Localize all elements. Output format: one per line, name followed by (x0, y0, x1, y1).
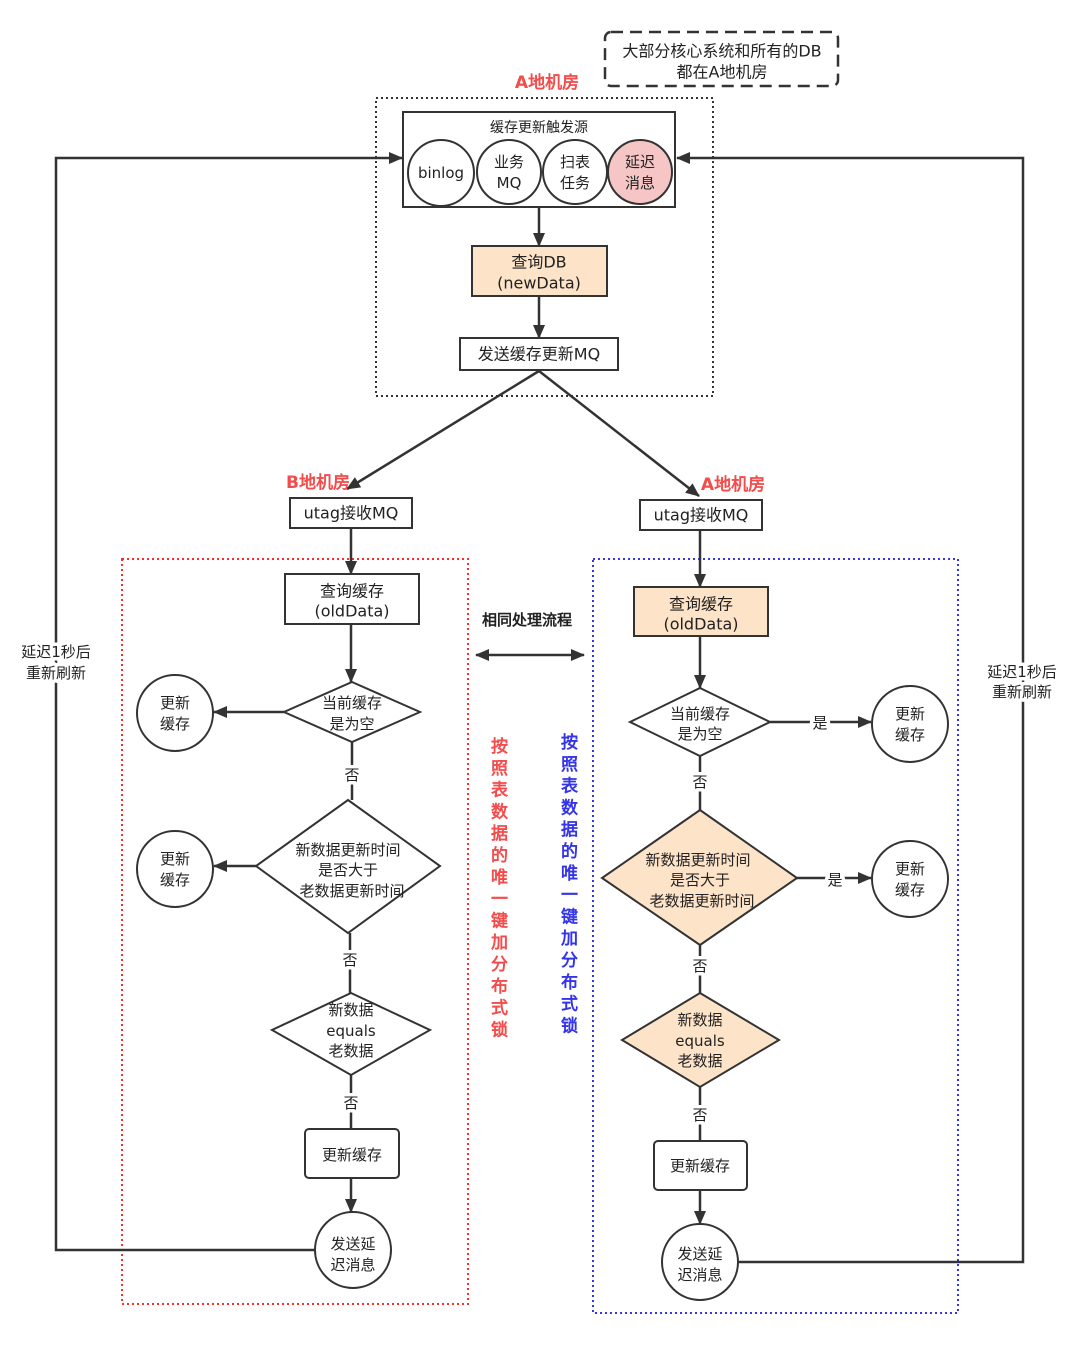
note-line-1: 大部分核心系统和所有的DB (622, 42, 821, 61)
region-top-border (375, 97, 714, 397)
left-region-border (121, 558, 469, 1305)
right-empty-check-line-2: 是为空 (677, 725, 722, 743)
right-no-label-1: 否 (692, 773, 707, 791)
query-db-box (471, 245, 608, 297)
left-update-cache-node-1-line-1: 更新 (160, 694, 190, 712)
trigger-business-mq-line-1: 业务 (494, 153, 524, 171)
region-label-left: B地机房 (286, 472, 350, 493)
trigger-delay-message (607, 139, 673, 205)
right-retry-label-line-2: 重新刷新 (992, 683, 1052, 701)
trigger-scan-task-line-2: 任务 (560, 174, 590, 192)
right-equals-check-line-2: equals (675, 1032, 725, 1050)
trigger-scan-task (542, 139, 608, 205)
right-update-cache-node-1-line-1: 更新 (895, 705, 925, 723)
left-send-delay-line-2: 迟消息 (330, 1256, 375, 1274)
right-update-cache-node-1-line-2: 缓存 (895, 726, 925, 744)
trigger-delay-message-line-1: 延迟 (625, 153, 655, 171)
left-equals-check-line-1: 新数据 (328, 1001, 373, 1019)
left-equals-check-line-3: 老数据 (328, 1042, 373, 1060)
left-newer-check-diamond (254, 798, 442, 935)
query-db-line-1: 查询DB (511, 253, 566, 272)
right-query-cache-line-1: 查询缓存 (669, 595, 733, 614)
left-empty-check-line-1: 当前缓存 (322, 694, 382, 712)
right-equals-check-line-1: 新数据 (677, 1011, 722, 1029)
send-mq-box (459, 337, 619, 371)
right-yes-label-1: 是 (812, 714, 827, 732)
right-update-cache-node-2 (871, 840, 949, 918)
left-send-delay-line-1: 发送延 (330, 1235, 375, 1253)
edge-send-mq-to-right (538, 370, 700, 497)
right-yes-label-2: 是 (827, 871, 842, 889)
right-newer-check-line-2: 是否大于 (670, 871, 730, 889)
left-retry-label-line-1: 延迟1秒后 (21, 643, 91, 661)
left-no-label-2: 否 (342, 951, 357, 969)
edge-send-mq-to-left (346, 369, 540, 491)
left-empty-check-line-2: 是为空 (329, 715, 374, 733)
right-query-cache-line-2: (oldData) (663, 615, 738, 634)
left-newer-check-line-1: 新数据更新时间 (295, 841, 400, 859)
query-db-line-2: (newData) (497, 274, 581, 293)
right-lock-note: 按照表数据的唯一键加分布式锁 (557, 733, 577, 1039)
trigger-binlog (407, 139, 475, 207)
right-update-cache-node-1 (871, 685, 949, 763)
right-receive-mq-label: utag接收MQ (654, 506, 749, 525)
right-equals-check-line-3: 老数据 (677, 1052, 722, 1070)
right-newer-check-line-1: 新数据更新时间 (645, 851, 750, 869)
trigger-business-mq (476, 139, 542, 205)
left-retry-loop-edge (54, 152, 403, 1252)
send-mq-label: 发送缓存更新MQ (478, 345, 600, 364)
right-newer-check-line-3: 老数据更新时间 (649, 892, 754, 910)
left-query-cache-line-2: (oldData) (314, 602, 389, 621)
region-label-right: A地机房 (701, 474, 765, 495)
left-receive-mq-label: utag接收MQ (304, 504, 399, 523)
trigger-source-title: 缓存更新触发源 (490, 120, 588, 136)
right-update-cache-label: 更新缓存 (670, 1157, 730, 1175)
right-retry-label-line-1: 延迟1秒后 (987, 663, 1057, 681)
right-empty-check-line-1: 当前缓存 (670, 705, 730, 723)
right-update-cache-node-2-line-1: 更新 (895, 860, 925, 878)
right-receive-mq-box (639, 499, 763, 531)
right-no-label-2: 否 (692, 957, 707, 975)
note-box (603, 30, 840, 88)
left-update-cache-node-1 (136, 674, 214, 752)
right-send-delay-line-2: 迟消息 (677, 1266, 722, 1284)
right-send-delay-line-1: 发送延 (677, 1245, 722, 1263)
shared-process-label: 相同处理流程 (482, 611, 572, 629)
right-retry-loop-edge (676, 152, 1025, 1264)
right-no-label-3: 否 (692, 1106, 707, 1124)
right-region-border (592, 558, 959, 1314)
left-retry-label-line-2: 重新刷新 (26, 664, 86, 682)
left-update-cache-node-2-line-2: 缓存 (160, 871, 190, 889)
left-lock-note: 按照表数据的唯一键加分布式锁 (487, 737, 507, 1043)
right-update-cache-node-2-line-2: 缓存 (895, 881, 925, 899)
trigger-delay-message-line-2: 消息 (625, 174, 655, 192)
left-receive-mq-box (289, 497, 413, 529)
region-label-top: A地机房 (515, 72, 579, 93)
left-query-cache-box (284, 573, 420, 625)
left-no-label-3: 否 (343, 1094, 358, 1112)
trigger-business-mq-line-2: MQ (497, 174, 522, 192)
trigger-binlog-label: binlog (418, 164, 464, 182)
left-update-cache-node-1-line-2: 缓存 (160, 715, 190, 733)
left-no-label-1: 否 (344, 766, 359, 784)
left-update-cache-label: 更新缓存 (322, 1146, 382, 1164)
left-empty-check-diamond (281, 680, 423, 744)
trigger-scan-task-line-1: 扫表 (560, 153, 590, 171)
left-newer-check-line-2: 是否大于 (318, 861, 378, 879)
left-update-cache-node-2 (136, 830, 214, 908)
left-equals-check-line-2: equals (326, 1022, 376, 1040)
note-line-2: 都在A地机房 (677, 63, 768, 82)
left-update-cache-node-2-line-1: 更新 (160, 850, 190, 868)
left-query-cache-line-1: 查询缓存 (320, 582, 384, 601)
left-newer-check-line-3: 老数据更新时间 (299, 882, 404, 900)
